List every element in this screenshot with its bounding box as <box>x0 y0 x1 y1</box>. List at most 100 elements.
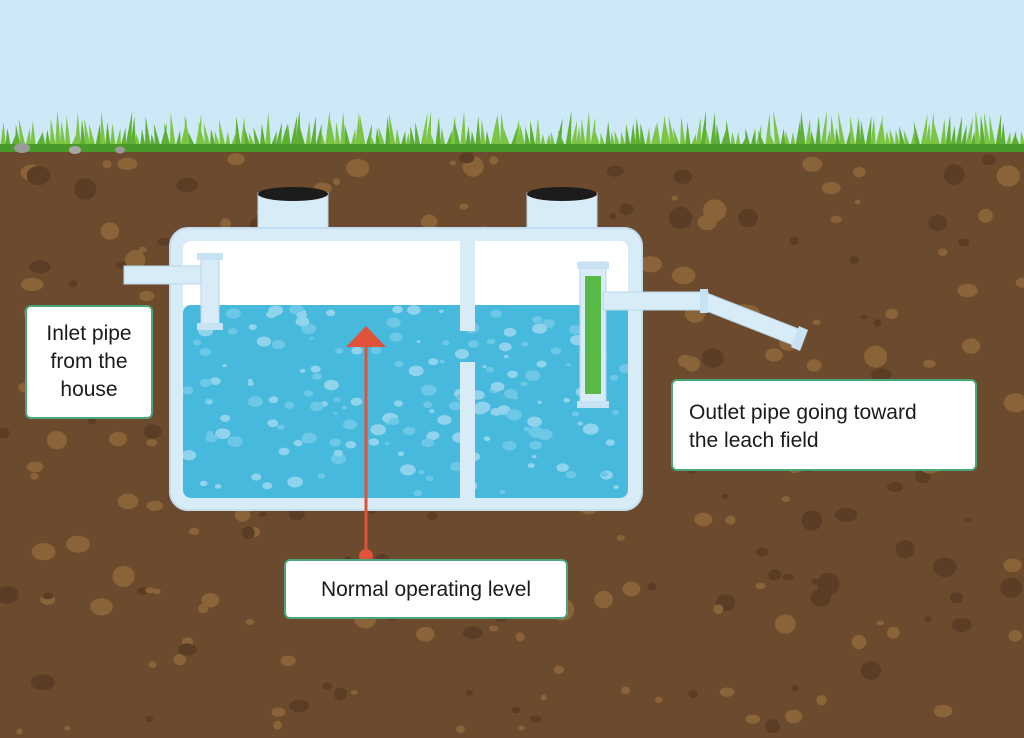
water-bubble <box>400 464 416 476</box>
water-bubble <box>498 342 512 352</box>
grass-blade <box>950 125 956 148</box>
pebble <box>69 146 81 154</box>
water-bubble <box>437 414 452 425</box>
soil-speckle <box>638 256 663 273</box>
soil-speckle <box>852 166 866 178</box>
grass-blade <box>590 117 596 148</box>
grass-blade <box>910 131 916 148</box>
water-bubble <box>215 428 231 440</box>
soil-speckle <box>1008 630 1022 642</box>
grass-blade <box>430 131 436 148</box>
water-bubble <box>214 484 222 489</box>
soil-speckle <box>245 618 254 626</box>
grass-blade <box>725 119 731 148</box>
soil-speckle <box>616 534 625 541</box>
soil-speckle <box>933 704 953 718</box>
grass-blade <box>378 126 386 148</box>
water-bubble <box>256 336 272 347</box>
soil-speckle <box>289 699 309 713</box>
grass-blade <box>115 128 121 148</box>
water-bubble <box>565 362 571 367</box>
grass-blade <box>15 124 21 148</box>
water-bubble <box>448 401 462 411</box>
grass-blade <box>630 122 636 148</box>
soil-speckle <box>964 517 972 522</box>
grass-blade <box>210 128 216 148</box>
soil-speckle <box>332 178 341 186</box>
soil-speckle <box>608 212 617 220</box>
water-bubble <box>520 381 528 387</box>
water-bubble <box>267 419 279 428</box>
grass-blade <box>454 119 461 148</box>
grass-blade <box>340 110 346 148</box>
soil-speckle <box>961 338 981 354</box>
soil-speckle <box>816 695 827 706</box>
soil-speckle <box>713 604 724 614</box>
water-bubble <box>609 374 619 381</box>
soil-speckle <box>241 526 255 540</box>
water-bubble <box>467 340 479 348</box>
grass-blade <box>344 124 351 148</box>
grass-blade <box>1010 130 1017 148</box>
water-bubble <box>384 441 390 446</box>
soil-speckle <box>322 682 333 690</box>
soil-speckle <box>861 314 868 320</box>
grass-blade <box>765 113 771 148</box>
grass-blade <box>40 131 46 148</box>
soil-speckle <box>864 345 888 368</box>
water-bubble <box>483 436 491 442</box>
water-bubble <box>183 386 194 395</box>
soil-speckle <box>227 153 245 166</box>
grass-blade <box>65 115 71 148</box>
grass-blade <box>480 119 486 148</box>
water-bubble <box>262 482 273 490</box>
soil-speckle <box>258 511 268 517</box>
effluent-filter-icon <box>577 261 609 408</box>
water-bubble <box>329 438 341 447</box>
grass-blade <box>435 116 441 148</box>
soil-speckle <box>745 714 761 724</box>
soil-speckle <box>701 348 724 368</box>
grass-blade <box>995 113 1002 148</box>
baffle-wall-upper <box>460 241 475 331</box>
soil-speckle <box>146 439 158 447</box>
grass-blade <box>385 116 391 148</box>
soil-speckle <box>416 626 435 642</box>
grass-blade <box>30 120 36 148</box>
soil-speckle <box>334 687 347 701</box>
soil-speckle <box>540 694 547 701</box>
water-bubble <box>490 381 505 392</box>
grass-blade <box>930 112 936 148</box>
grass-blade <box>298 123 306 148</box>
soil-speckle <box>530 715 542 723</box>
water-bubble <box>568 324 583 335</box>
grass-blade <box>815 115 821 148</box>
water-bubble <box>325 309 336 317</box>
inlet-label-line-1: Inlet pipe <box>46 322 132 345</box>
grass-blade <box>445 130 453 148</box>
grass-blade <box>605 121 611 148</box>
water-bubble <box>309 336 314 340</box>
soil-speckle <box>694 512 713 527</box>
grass-blade <box>315 123 322 148</box>
water-bubble <box>571 411 580 417</box>
soil-speckle <box>16 728 23 735</box>
grass-blade <box>515 119 521 148</box>
grass-blade <box>530 120 536 148</box>
grass-blade <box>800 111 806 148</box>
grass-blade <box>415 122 421 148</box>
water-bubble <box>199 378 212 388</box>
grass-blade <box>214 130 221 148</box>
grass-blade <box>838 111 846 148</box>
grass-blade <box>940 118 946 148</box>
grass-blade <box>860 120 866 148</box>
grass-blade <box>899 125 906 148</box>
soil-speckle <box>201 593 220 608</box>
water-bubble <box>301 432 317 444</box>
outlet-label-line-1: Outlet pipe going toward <box>689 401 917 424</box>
water-bubble <box>408 365 424 377</box>
water-bubble <box>428 358 439 366</box>
soil-speckle <box>102 160 112 169</box>
grass-blade <box>465 125 471 148</box>
soil-speckle <box>802 156 823 172</box>
